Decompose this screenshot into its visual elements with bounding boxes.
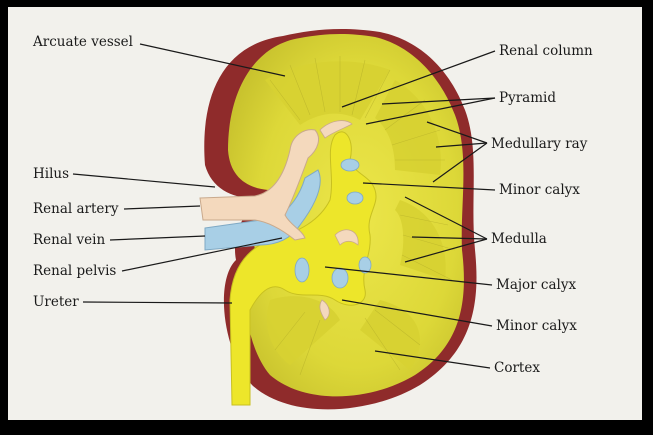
label-cortex: Cortex bbox=[494, 360, 540, 376]
label-renal-column: Renal column bbox=[499, 43, 593, 59]
label-arcuate-vessel: Arcuate vessel bbox=[33, 34, 133, 50]
label-minor-calyx-lower: Minor calyx bbox=[496, 318, 577, 334]
label-pyramid: Pyramid bbox=[499, 90, 556, 106]
striations bbox=[269, 56, 456, 376]
label-renal-vein: Renal vein bbox=[33, 232, 106, 248]
label-major-calyx: Major calyx bbox=[496, 277, 577, 293]
label-ureter: Ureter bbox=[33, 294, 79, 310]
label-medulla: Medulla bbox=[491, 231, 547, 247]
label-hilus: Hilus bbox=[33, 166, 70, 182]
leader-lines bbox=[72, 43, 496, 369]
label-renal-artery: Renal artery bbox=[33, 201, 119, 217]
renal-artery bbox=[199, 129, 319, 241]
label-medullary-ray: Medullary ray bbox=[491, 136, 588, 152]
label-renal-pelvis: Renal pelvis bbox=[33, 263, 117, 279]
label-minor-calyx-upper: Minor calyx bbox=[499, 182, 580, 198]
calyces bbox=[294, 158, 372, 289]
arcuate-vessels bbox=[319, 120, 359, 321]
